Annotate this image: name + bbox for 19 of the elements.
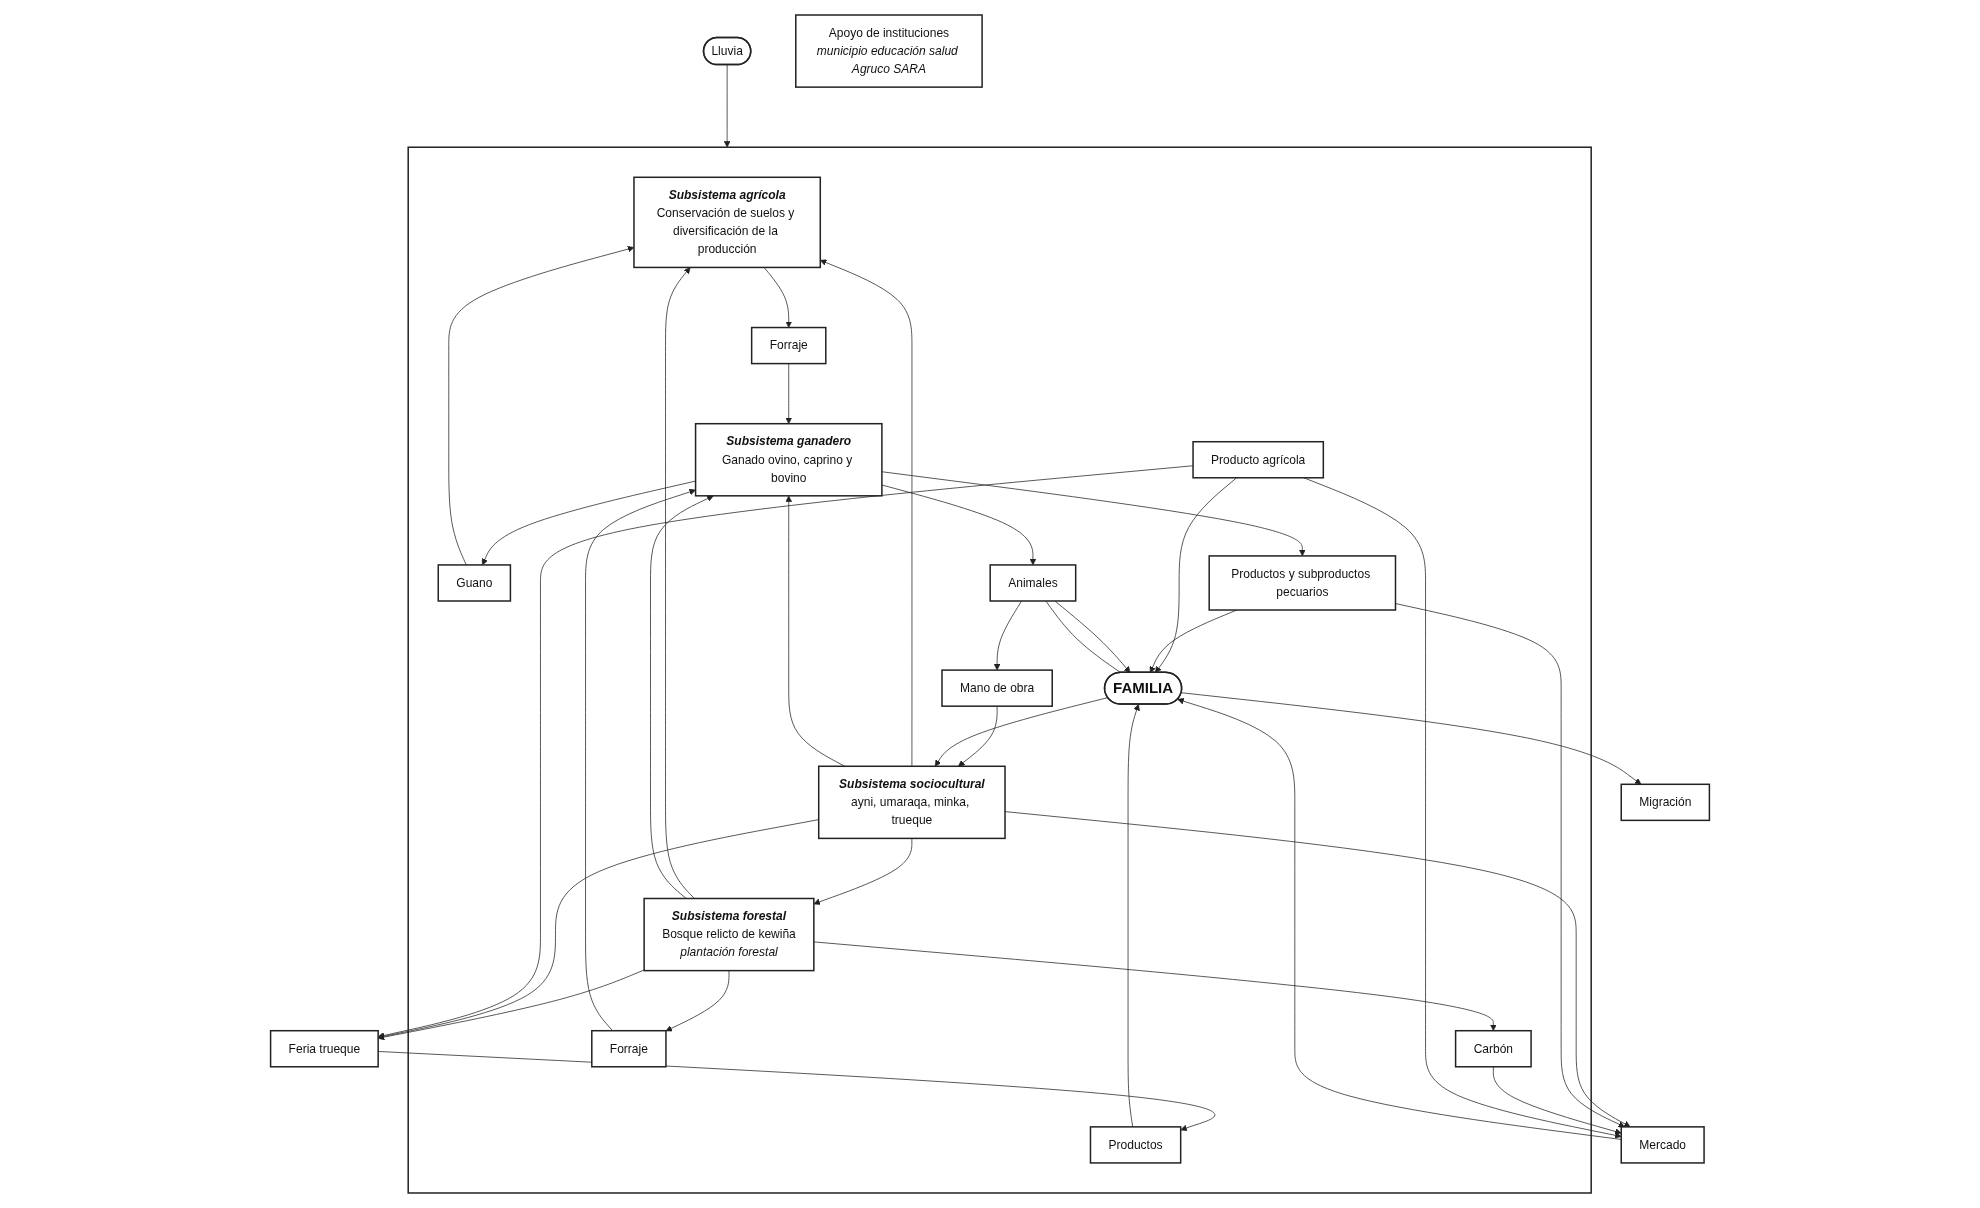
node-box	[1620, 1126, 1705, 1164]
node-box	[795, 14, 983, 88]
node-box	[750, 326, 827, 365]
node-box	[643, 897, 815, 972]
node-box	[989, 564, 1077, 602]
node-box	[1620, 783, 1711, 822]
node-box	[591, 1029, 667, 1068]
node-box	[633, 176, 822, 269]
node-box	[817, 765, 1006, 840]
node-box	[1089, 1126, 1182, 1164]
node-box	[1192, 441, 1325, 479]
node-box	[1454, 1029, 1532, 1068]
node-box	[694, 422, 883, 497]
node-box	[437, 564, 512, 602]
cluster	[407, 146, 1592, 1194]
connector	[1045, 600, 1122, 674]
node-box	[1208, 555, 1397, 611]
node-box	[941, 669, 1053, 707]
node-box	[269, 1029, 379, 1068]
